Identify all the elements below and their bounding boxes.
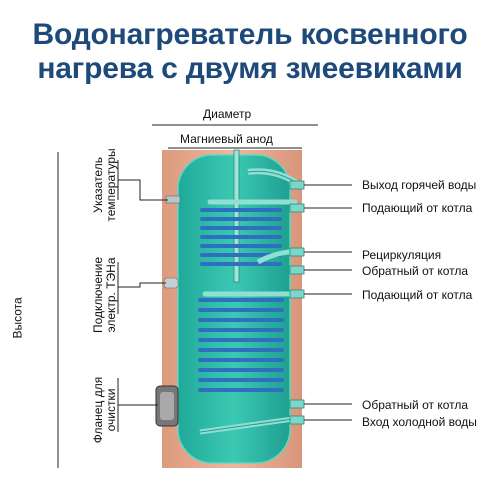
boiler-return-upper-label: Обратный от котла bbox=[362, 264, 469, 278]
height-label: Высота bbox=[10, 297, 25, 339]
diameter-label: Диаметр bbox=[203, 107, 252, 121]
heater-port bbox=[163, 277, 179, 289]
cold-water-inlet-label: Вход холодной воды bbox=[362, 415, 477, 429]
cleaning-flange-label: Фланец для очистки bbox=[91, 375, 118, 445]
title-line-1: Водонагреватель косвенного bbox=[32, 18, 468, 51]
heater-connection-line-2: электр. ТЭНа bbox=[104, 257, 118, 333]
cleaning-flange-line-2: очистки bbox=[104, 388, 118, 432]
heater-leader bbox=[118, 282, 166, 288]
right-leaders bbox=[304, 184, 352, 421]
page-title: Водонагреватель косвенного нагрева с дву… bbox=[0, 18, 500, 86]
lower-coil bbox=[198, 291, 295, 392]
hot-water-outlet-label: Выход горячей воды bbox=[362, 178, 477, 192]
recirculation-label: Рециркуляция bbox=[362, 248, 442, 262]
magnesium-anode bbox=[233, 149, 240, 283]
thermometer-port bbox=[165, 195, 181, 204]
boiler-return-lower-label: Обратный от котла bbox=[362, 398, 469, 412]
boiler-supply-upper-label: Подающий от котла bbox=[362, 201, 473, 215]
temperature-indicator-line-2: температуры bbox=[104, 148, 118, 222]
heater-connection-label: Подключение электр. ТЭНа bbox=[91, 255, 118, 335]
boiler-supply-lower-label: Подающий от котла bbox=[362, 288, 473, 302]
temp-leader bbox=[118, 179, 168, 201]
magnesium-anode-label: Магниевый анод bbox=[180, 132, 273, 146]
title-line-2: нагрева с двумя змеевиками bbox=[37, 52, 463, 85]
temperature-indicator-label: Указатель температуры bbox=[91, 145, 118, 225]
